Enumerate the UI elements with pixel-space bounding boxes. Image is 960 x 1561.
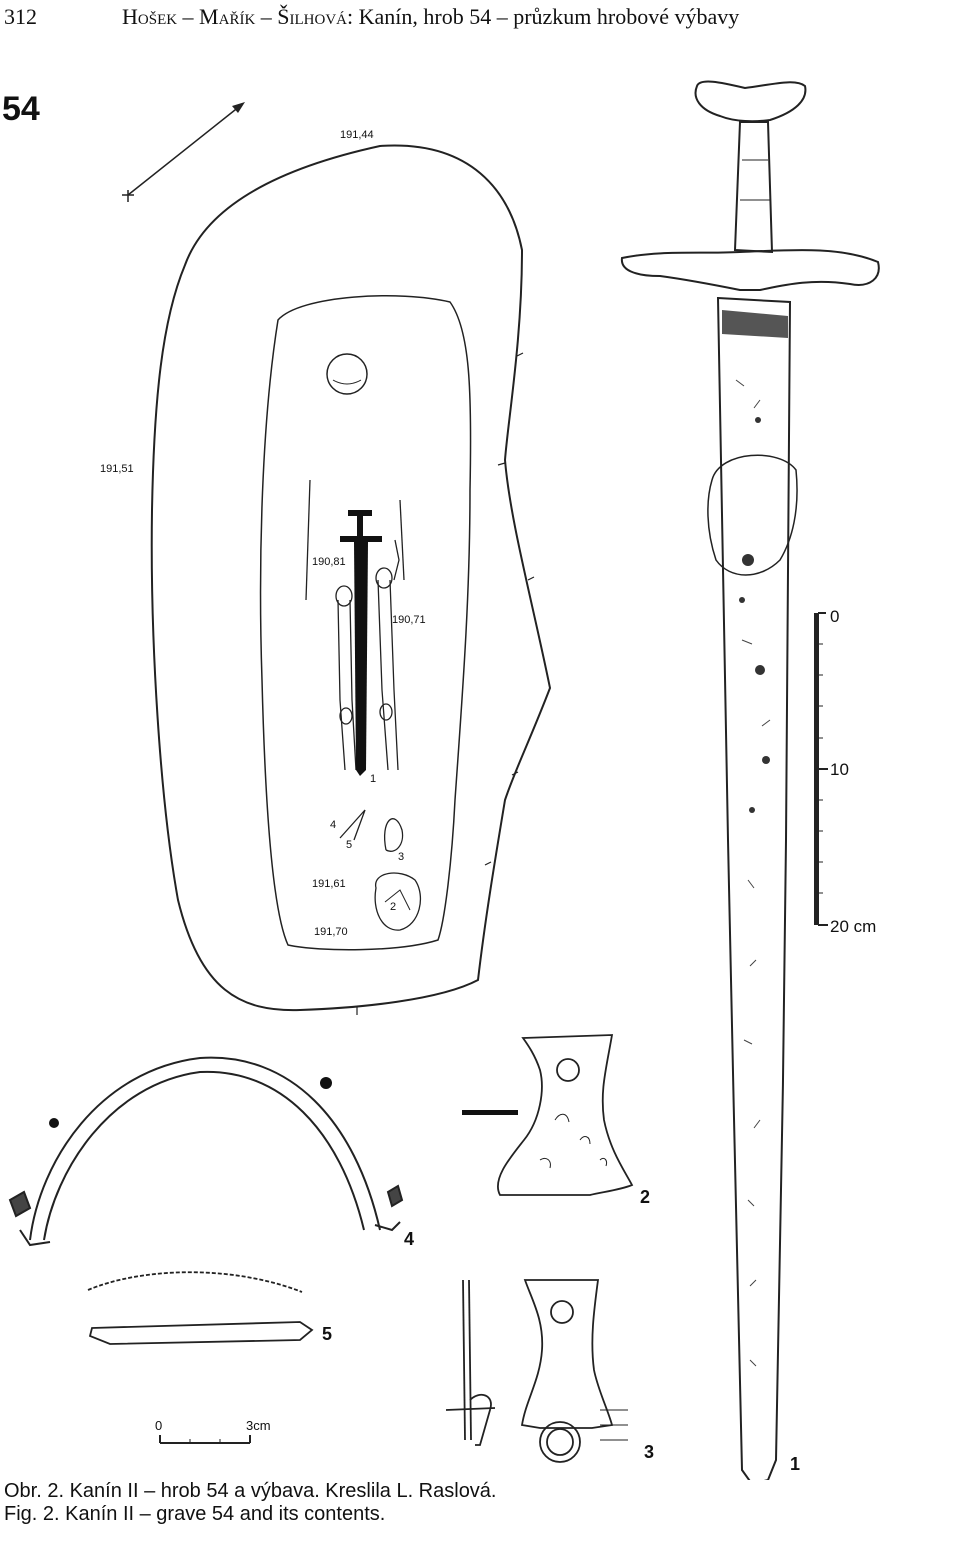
figure-grave-54: 54 [0,40,960,1480]
skeleton-plan [305,479,405,771]
small-scale-label-3: 3cm [246,1418,271,1433]
grave-number: 54 [2,90,40,128]
caption-english: Fig. 2. Kanín II – grave 54 and its cont… [4,1503,386,1525]
scale-label-20: 20 cm [830,917,876,936]
north-arrow-icon [122,102,245,202]
strike-a-light-drawing [8,1056,404,1247]
sword-in-situ [340,510,382,776]
arrow-icon [462,1110,518,1115]
elevation-left: 191,51 [100,463,134,475]
caption-czech: Obr. 2. Kanín II – hrob 54 a výbava. Kre… [4,1480,497,1502]
plan-label-4: 4 [330,819,336,831]
page-number: 312 [4,4,37,29]
elevation-inner-right: 190,71 [392,614,426,626]
grave-pit-outline [150,144,552,1012]
plan-label-5: 5 [346,839,352,851]
small-scale-label-0: 0 [155,1418,162,1433]
object-number-5: 5 [322,1324,332,1344]
article-title: Kanín, hrob 54 – průzkum hrobové výbavy [358,4,740,29]
plan-label-2: 2 [390,901,396,913]
grave-goods-plan [339,809,422,931]
elevation-top: 191,44 [340,129,374,141]
burial-cut-outline [259,295,472,951]
fitting-drawing [87,1271,314,1345]
authors: Hošek – Mařík – Šilhová: [122,4,354,29]
plan-label-3: 3 [398,851,404,863]
running-header: 312 Hošek – Mařík – Šilhová: Kanín, hrob… [0,4,960,34]
figure-drawing: 54 [2,80,880,1480]
running-title: Hošek – Mařík – Šilhová: Kanín, hrob 54 … [122,4,739,30]
figure-caption: Obr. 2. Kanín II – hrob 54 a výbava. Kre… [4,1480,960,1526]
scale-label-0: 0 [830,607,839,626]
vessel-plan [326,353,368,395]
buckle-drawing [445,1279,628,1463]
object-number-2: 2 [640,1187,650,1207]
scale-bar-20cm [814,612,828,926]
scale-bar-3cm [159,1435,251,1444]
object-number-1: 1 [790,1454,800,1474]
elevation-lower-a: 191,61 [312,878,346,890]
elevation-lower-b: 191,70 [314,926,348,938]
elevation-inner-left: 190,81 [312,556,346,568]
plan-label-1: 1 [370,773,376,785]
scale-label-10: 10 [830,760,849,779]
object-number-3: 3 [644,1442,654,1462]
sword-drawing [620,80,880,1480]
chape-drawing [497,1034,634,1196]
object-number-4: 4 [404,1229,414,1249]
